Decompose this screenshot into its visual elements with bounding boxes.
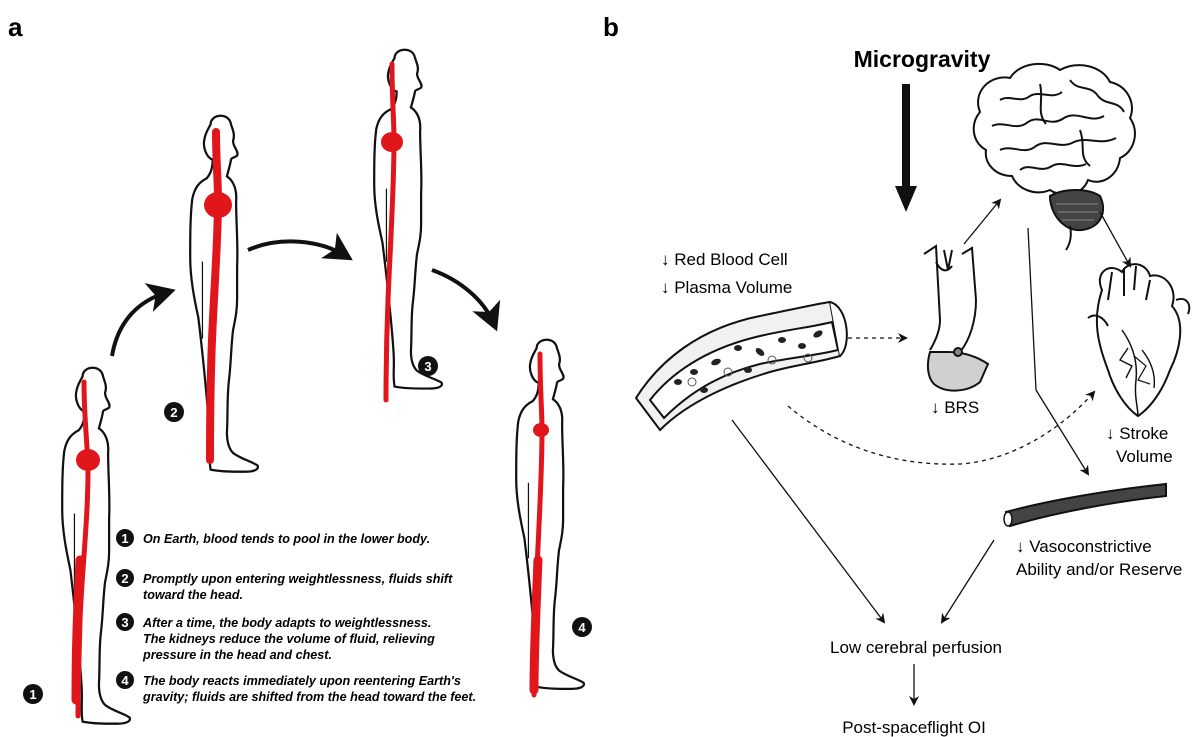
stage-marker-4: 4 (572, 617, 592, 637)
legend-3-line-2: The kidneys reduce the volume of fluid, … (143, 632, 435, 646)
legend-4-line-1: The body reacts immediately upon reenter… (143, 674, 461, 688)
legend: 1 On Earth, blood tends to pool in the l… (116, 529, 476, 704)
svg-text:4: 4 (578, 620, 586, 635)
arrow-vessel-to-perfusion (732, 420, 884, 622)
panel-a-letter: a (8, 12, 23, 42)
heart-illustration (1088, 264, 1189, 416)
figure-stage-3 (374, 50, 442, 400)
microgravity-arrow (895, 84, 917, 212)
arrow-brain-to-heart (1100, 212, 1130, 266)
legend-item-2: 2 Promptly upon entering weightlessness,… (116, 569, 453, 602)
arrow-stage-1-to-2 (112, 292, 168, 356)
label-plasma-volume: ↓ Plasma Volume (661, 278, 792, 297)
label-stroke: ↓ Stroke (1106, 424, 1168, 443)
label-brs: ↓ BRS (931, 398, 979, 417)
legend-3-line-3: pressure in the head and chest. (142, 648, 332, 662)
label-red-blood-cell: ↓ Red Blood Cell (661, 250, 788, 269)
arrow-vaso-to-perfusion (942, 540, 994, 622)
legend-4-line-2: gravity; fluids are shifted from the hea… (142, 690, 476, 704)
svg-text:3: 3 (424, 359, 431, 374)
svg-text:1: 1 (121, 531, 128, 546)
label-post-spaceflight-oi: Post-spaceflight OI (842, 718, 986, 737)
connector-arrows (732, 200, 1130, 704)
label-low-cerebral-perfusion: Low cerebral perfusion (830, 638, 1002, 657)
arrow-brain-to-vessel (1028, 228, 1088, 474)
svg-text:2: 2 (121, 571, 128, 586)
legend-1-line-1: On Earth, blood tends to pool in the low… (143, 532, 430, 546)
label-vasoconstrictive: ↓ Vasoconstrictive (1016, 537, 1152, 556)
arrow-stage-3-to-4 (432, 270, 494, 324)
label-ability-reserve: Ability and/or Reserve (1016, 560, 1182, 579)
baroreceptor-illustration (924, 246, 988, 391)
brain-illustration (974, 64, 1135, 250)
stage-marker-3: 3 (418, 356, 438, 376)
figure-stage-2 (190, 116, 258, 472)
figure-stage-1 (62, 368, 130, 724)
legend-item-3: 3 After a time, the body adapts to weigh… (116, 613, 435, 662)
blood-vessel-illustration (636, 302, 847, 430)
legend-2-line-2: toward the head. (143, 588, 243, 602)
legend-3-line-1: After a time, the body adapts to weightl… (142, 616, 431, 630)
svg-text:1: 1 (29, 687, 36, 702)
svg-text:3: 3 (121, 615, 128, 630)
constricted-vessel-illustration (1004, 484, 1166, 526)
svg-text:4: 4 (121, 673, 129, 688)
svg-text:2: 2 (170, 405, 177, 420)
arrow-brs-to-brain (964, 200, 1000, 244)
microgravity-title: Microgravity (854, 46, 991, 72)
label-volume: Volume (1116, 447, 1173, 466)
stage-marker-1: 1 (23, 684, 43, 704)
panel-b-letter: b (603, 12, 619, 42)
legend-item-1: 1 On Earth, blood tends to pool in the l… (116, 529, 430, 547)
legend-2-line-1: Promptly upon entering weightlessness, f… (143, 572, 453, 586)
figure-stage-4 (516, 340, 584, 695)
stage-marker-2: 2 (164, 402, 184, 422)
legend-item-4: 4 The body reacts immediately upon reent… (116, 671, 476, 704)
arrow-stage-2-to-3 (248, 241, 346, 256)
